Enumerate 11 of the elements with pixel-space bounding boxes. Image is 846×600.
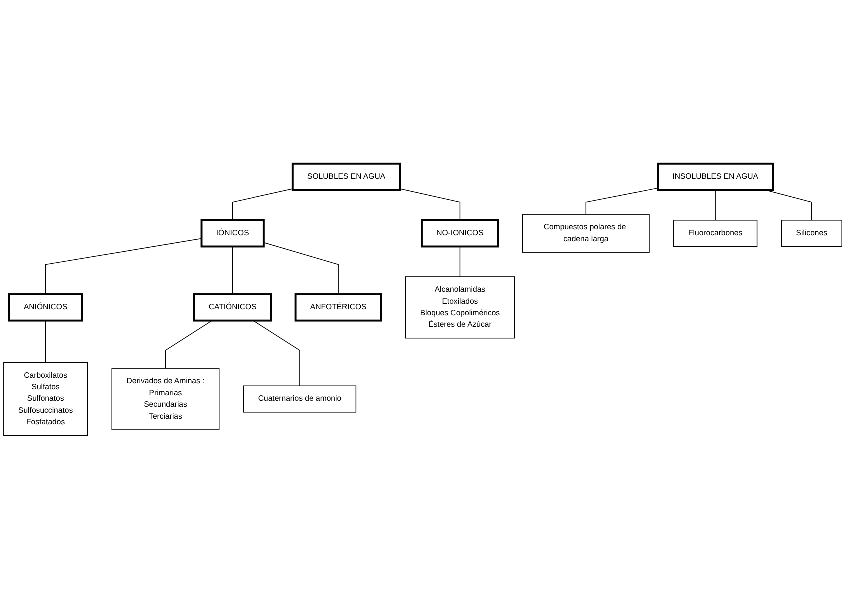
connector [165, 320, 213, 370]
connector [45, 320, 46, 364]
connector [586, 188, 658, 216]
connector [253, 320, 300, 387]
connector [45, 238, 202, 295]
connector [400, 188, 461, 221]
connector [232, 188, 294, 221]
connector [715, 190, 716, 221]
connector [264, 242, 339, 295]
connector [232, 246, 234, 295]
connector [460, 246, 461, 278]
